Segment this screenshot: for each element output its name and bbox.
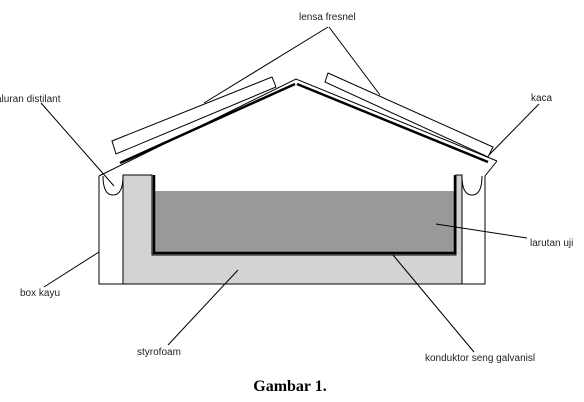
glass-right bbox=[296, 82, 489, 164]
roof-frame bbox=[98, 78, 498, 177]
zinc-conductor bbox=[152, 175, 457, 255]
fresnel-lens-left bbox=[111, 76, 277, 155]
label-distillate: aluran distilant bbox=[0, 94, 61, 105]
leader-wood-box bbox=[43, 251, 100, 288]
label-wood-box: box kayu bbox=[20, 288, 60, 299]
label-glass: kaca bbox=[531, 93, 553, 104]
leader-distillate bbox=[40, 102, 115, 187]
leader-fresnel-right bbox=[328, 26, 381, 96]
distillate-channel-right bbox=[461, 175, 483, 196]
label-conductor: konduktor seng galvanisl bbox=[425, 353, 535, 364]
leader-conductor bbox=[392, 254, 475, 353]
leader-glass bbox=[488, 103, 540, 156]
leader-fresnel-left bbox=[203, 26, 329, 104]
glass-left bbox=[119, 82, 296, 165]
label-styrofoam: styrofoam bbox=[137, 347, 181, 358]
leader-styrofoam bbox=[167, 269, 239, 346]
label-test-solution: larutan uji bbox=[530, 238, 573, 249]
figure-caption: Gambar 1. bbox=[253, 378, 326, 395]
label-fresnel: lensa fresnel bbox=[299, 12, 356, 23]
distillate-channel-left bbox=[102, 175, 124, 196]
leader-test-solution bbox=[435, 223, 528, 239]
test-solution bbox=[155, 191, 454, 252]
fresnel-lens-right bbox=[324, 72, 494, 158]
